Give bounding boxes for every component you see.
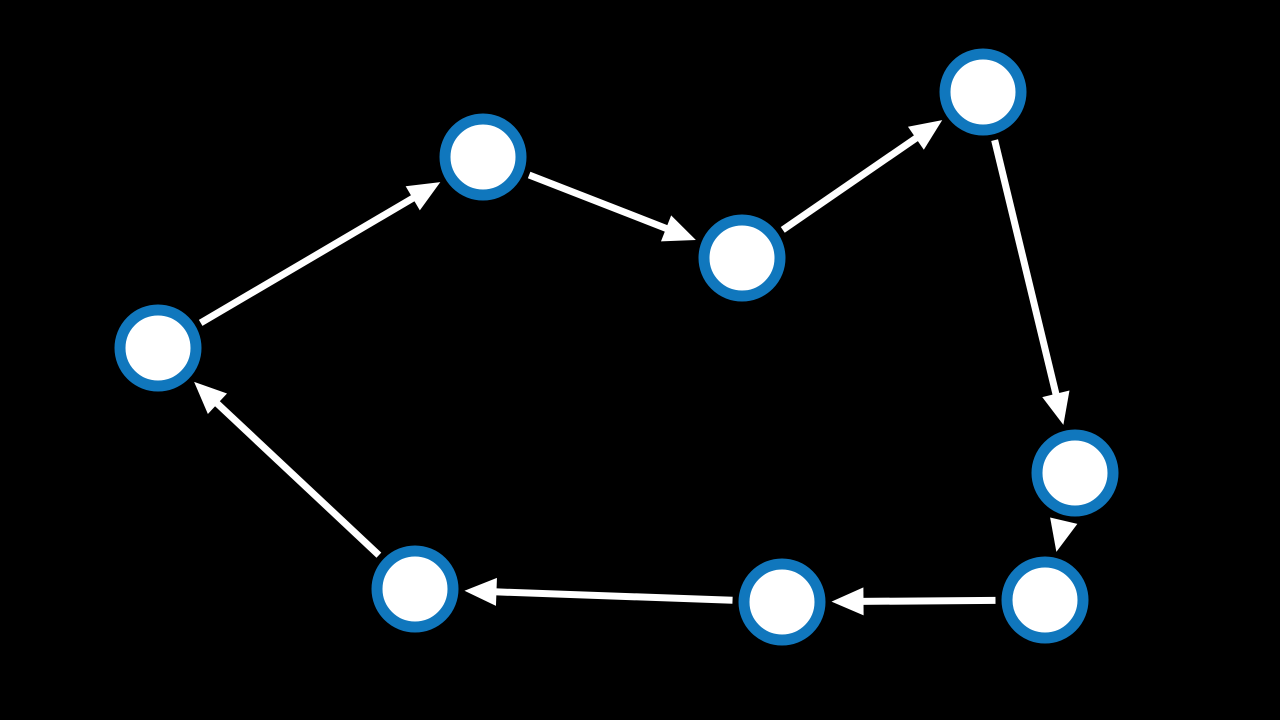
edge-shaft (861, 596, 996, 605)
node-circle (114, 304, 202, 392)
graph-node[interactable] (939, 48, 1027, 136)
node-layer (114, 48, 1119, 646)
node-circle (1001, 556, 1089, 644)
edge-arrowhead (831, 587, 864, 616)
edge-arrowhead (194, 381, 228, 414)
node-circle (439, 113, 527, 201)
edge-shaft (527, 171, 670, 233)
edge-arrowhead (464, 577, 497, 606)
edge-arrowhead (1042, 390, 1070, 425)
graph-node[interactable] (1001, 556, 1089, 644)
graph-edge[interactable] (991, 139, 1070, 425)
graph-node[interactable] (1031, 429, 1119, 517)
graph-edge[interactable] (527, 171, 696, 242)
node-circle (1031, 429, 1119, 517)
node-circle (698, 214, 786, 302)
graph-node[interactable] (738, 558, 826, 646)
graph-node[interactable] (371, 545, 459, 633)
edge-shaft (494, 588, 733, 604)
graph-node[interactable] (439, 113, 527, 201)
node-circle (939, 48, 1027, 136)
graph-edge[interactable] (1050, 517, 1078, 552)
graph-node[interactable] (114, 304, 202, 392)
graph-edge[interactable] (198, 182, 441, 326)
edge-arrowhead (405, 182, 441, 211)
edge-arrowhead (660, 215, 696, 242)
edge-layer (194, 120, 1078, 616)
edge-shaft (780, 134, 920, 233)
graph-edge[interactable] (831, 587, 996, 616)
edge-shaft (213, 399, 382, 558)
graph-node[interactable] (698, 214, 786, 302)
node-circle (738, 558, 826, 646)
edge-arrowhead (907, 120, 943, 150)
graph-edge[interactable] (194, 381, 382, 558)
node-circle (371, 545, 459, 633)
edge-shaft (991, 139, 1060, 397)
edge-arrowhead (1050, 517, 1078, 552)
edge-shaft (198, 194, 417, 326)
graph-edge[interactable] (780, 120, 943, 233)
graph-edge[interactable] (464, 577, 733, 606)
